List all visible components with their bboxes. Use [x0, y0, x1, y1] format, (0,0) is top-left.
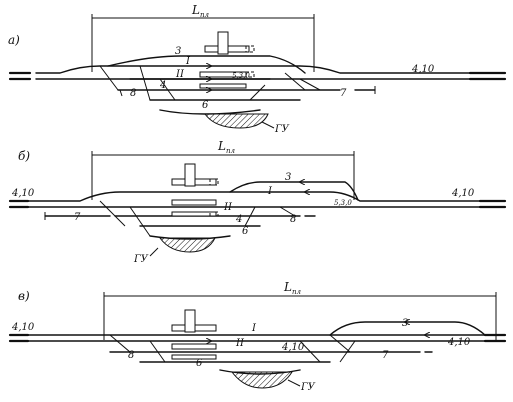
panel-c-track-7: 7: [382, 350, 389, 361]
panel-b-track-410-right: 4,10: [451, 188, 475, 199]
panel-b-length-dimension: Lпл: [91, 139, 355, 200]
panel-a-track-3: 3: [175, 46, 181, 57]
panel-c-track-410-left: 4,10: [11, 322, 35, 333]
panel-c-length-label: Lпл: [283, 280, 301, 296]
panel-c-station-building: [171, 309, 217, 360]
panel-a-track-4: 4: [159, 80, 166, 91]
panel-a-length-dimension: Lпл: [91, 3, 315, 72]
panel-b-hump-label: ГУ: [133, 254, 149, 265]
panel-c-hump-label: ГУ: [300, 382, 316, 393]
panel-a-track-1: I: [185, 56, 191, 67]
panel-b-track-2: II: [223, 202, 233, 213]
panel-a-hump-label: ГУ: [274, 124, 290, 135]
panel-a-track-2: II: [175, 69, 185, 80]
panel-a-track-410: 4,10: [411, 64, 435, 75]
panel-a-letter: а): [8, 33, 20, 47]
panel-b-hump: ГУ: [133, 237, 216, 265]
panel-b-track-530: 5,3,0: [334, 199, 352, 207]
panel-b-track-6: 6: [242, 226, 249, 237]
panel-a: а) Lпл: [8, 3, 507, 135]
panel-a-length-label: Lпл: [191, 3, 209, 19]
panel-c-track-1: I: [251, 323, 257, 334]
panel-b-track-410-left: 4,10: [11, 188, 35, 199]
panel-c-track-8: 8: [128, 350, 134, 361]
panel-c-letter: в): [18, 289, 30, 303]
panel-b-length-label: Lпл: [217, 139, 235, 155]
panel-b-track-7: 7: [74, 212, 81, 223]
panel-c-track-3: 3: [402, 318, 408, 329]
panel-c-hump: ГУ: [230, 371, 316, 393]
panel-c-length-dimension: Lпл: [103, 280, 497, 340]
panel-b-main-tracks: [8, 181, 507, 240]
panel-a-track-6: 6: [202, 100, 209, 111]
panel-b-track-4: 4: [235, 214, 242, 225]
panel-c: в) Lпл: [8, 280, 507, 393]
panel-b-track-8: 8: [290, 214, 296, 225]
panel-c-track-6: 6: [196, 358, 203, 369]
panel-b: б) Lпл: [8, 139, 507, 265]
panel-c-track-410-right: 4,10: [447, 337, 471, 348]
panel-b-letter: б): [18, 149, 30, 163]
panel-b-track-3: 3: [285, 172, 291, 183]
panel-a-hump: ГУ: [204, 113, 290, 135]
panel-c-track-2: II: [235, 338, 245, 349]
panel-c-main-tracks: [8, 321, 507, 375]
panel-a-track-7: 7: [340, 88, 347, 99]
panel-a-track-8: 8: [130, 88, 136, 99]
panel-a-track-530: 5,3,0: [232, 72, 250, 80]
panel-b-station-building: [171, 163, 219, 217]
panel-c-track-410-mid: 4,10: [281, 342, 305, 353]
panel-b-track-1: I: [267, 186, 273, 197]
panel-a-station-building: [199, 31, 255, 89]
